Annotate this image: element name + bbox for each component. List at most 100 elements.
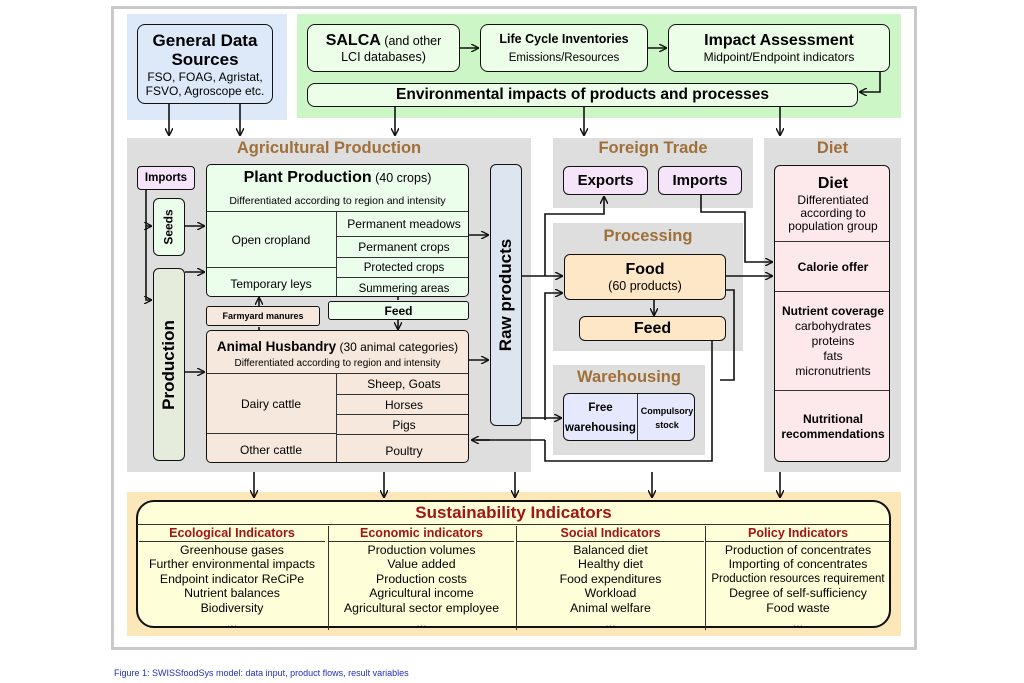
economic-item: Agricultural sector employee bbox=[343, 600, 500, 615]
env-impacts-label: Environmental impacts of products and pr… bbox=[396, 86, 769, 103]
nutrient-1: carbohydrates bbox=[794, 319, 872, 333]
sustainability-title: Sustainability Indicators bbox=[415, 503, 612, 522]
salca-line1: SALCA (and other bbox=[326, 32, 442, 50]
agri-imports-box: Imports bbox=[137, 166, 195, 190]
diet-title: Diet bbox=[817, 175, 849, 192]
agri-feed-label: Feed bbox=[384, 303, 413, 318]
social-item: Workload bbox=[584, 586, 637, 601]
food-sub: (60 products) bbox=[608, 278, 682, 293]
figure-caption: Figure 1: SWISSfoodSys model: data input… bbox=[114, 668, 409, 678]
social-item: Food expenditures bbox=[559, 571, 662, 586]
nutritional-recommendations-label: Nutritional recommendations bbox=[781, 412, 885, 441]
social-item: Healthy diet bbox=[578, 557, 643, 572]
free-warehousing-label: Free warehousing bbox=[565, 402, 636, 434]
exports-box: Exports bbox=[563, 166, 648, 195]
free-warehousing-cell: Free warehousing bbox=[564, 394, 638, 440]
dairy-cattle-cell: Dairy cattle bbox=[207, 373, 337, 434]
ecological-column: Ecological Indicators Greenhouse gases F… bbox=[139, 526, 325, 630]
policy-item: Production resources requirement bbox=[711, 572, 885, 585]
nutritional-recommendations-cell: Nutritional recommendations bbox=[775, 391, 889, 461]
social-column: Social Indicators Balanced diet Healthy … bbox=[516, 526, 704, 631]
compulsory-stock-label: Compulsory stock bbox=[640, 406, 694, 430]
social-item: Balanced diet bbox=[573, 542, 648, 557]
open-cropland-cell: Open cropland bbox=[207, 211, 337, 268]
ecological-header: Ecological Indicators bbox=[139, 526, 325, 542]
nutrient-title: Nutrient coverage bbox=[781, 304, 885, 318]
plant-cell-2: Permanent crops bbox=[336, 236, 468, 258]
raw-products-label: Raw products bbox=[496, 238, 515, 352]
foreign-imports-label: Imports bbox=[672, 172, 728, 189]
nutrient-4: micronutrients bbox=[795, 364, 871, 378]
exports-label: Exports bbox=[577, 172, 634, 189]
general-data-subtitle: FSO, FOAG, Agristat, FSVO, Agroscope etc… bbox=[145, 69, 265, 98]
nutrient-3: fats bbox=[823, 349, 843, 363]
policy-header: Policy Indicators bbox=[706, 526, 890, 542]
processing-feed-label: Feed bbox=[633, 319, 672, 337]
policy-column: Policy Indicators Production of concentr… bbox=[705, 526, 890, 631]
diet-sub: Differentiated according to population g… bbox=[788, 193, 878, 233]
processing-feed-box: Feed bbox=[579, 316, 726, 341]
social-header: Social Indicators bbox=[517, 526, 704, 542]
impact-box: Impact Assessment Midpoint/Endpoint indi… bbox=[668, 24, 890, 72]
ecological-item: Nutrient balances bbox=[184, 586, 280, 601]
food-box: Food (60 products) bbox=[564, 254, 726, 300]
farmyard-label: Farmyard manures bbox=[222, 311, 304, 321]
economic-item: Value added bbox=[387, 557, 456, 572]
diet-section-title: Diet bbox=[816, 139, 849, 157]
policy-item: Food waste bbox=[766, 600, 830, 615]
economic-item: Agricultural income bbox=[369, 586, 474, 601]
salca-line2: LCI databases) bbox=[341, 49, 426, 64]
raw-products-box: Raw products bbox=[490, 164, 522, 426]
ecological-item: ... bbox=[226, 615, 238, 630]
ecological-item: Further environmental impacts bbox=[148, 557, 316, 572]
lci-box: Life Cycle Inventories Emissions/Resourc… bbox=[480, 24, 648, 72]
seeds-label: Seeds bbox=[162, 209, 177, 245]
seeds-box: Seeds bbox=[153, 198, 185, 256]
farmyard-box: Farmyard manures bbox=[206, 306, 320, 326]
ecological-item: Greenhouse gases bbox=[180, 542, 284, 557]
ecological-item: Biodiversity bbox=[200, 600, 264, 615]
economic-item: Production volumes bbox=[367, 542, 476, 557]
other-cattle-cell: Other cattle bbox=[207, 433, 337, 462]
lci-subtitle: Emissions/Resources bbox=[508, 51, 620, 64]
policy-item: ... bbox=[792, 615, 804, 630]
animal-title: Animal Husbandry bbox=[216, 339, 337, 354]
economic-item: Production costs bbox=[376, 571, 467, 586]
plant-title-row: Plant Production (40 crops) bbox=[207, 169, 468, 187]
plant-cell-3: Protected crops bbox=[336, 257, 468, 278]
social-item: Animal welfare bbox=[570, 600, 651, 615]
economic-item: ... bbox=[416, 615, 427, 630]
agri-feed-box: Feed bbox=[328, 301, 469, 320]
warehousing-box: Free warehousing Compulsory stock bbox=[563, 393, 695, 441]
lci-title: Life Cycle Inventories bbox=[499, 31, 629, 46]
economic-column: Economic indicators Production volumes V… bbox=[328, 526, 514, 631]
animal-count: (30 animal categories) bbox=[336, 340, 459, 354]
diet-box: Diet Differentiated according to populat… bbox=[774, 165, 890, 462]
sustainability-box bbox=[136, 500, 891, 628]
agri-title: Agricultural Production bbox=[236, 139, 422, 157]
animal-cell-2: Horses bbox=[336, 394, 468, 415]
ecological-item: Endpoint indicator ReCiPe bbox=[159, 571, 305, 586]
salca-box: SALCA (and other LCI databases) bbox=[307, 24, 460, 72]
calorie-offer-label: Calorie offer bbox=[797, 259, 869, 274]
env-impacts-box: Environmental impacts of products and pr… bbox=[307, 83, 858, 107]
animal-subtitle: Differentiated according to region and i… bbox=[234, 358, 441, 369]
production-label: Production bbox=[159, 319, 178, 410]
foreign-imports-box: Imports bbox=[658, 166, 742, 195]
plant-cell-4: Summering areas bbox=[336, 277, 468, 296]
calorie-offer-cell: Calorie offer bbox=[775, 242, 889, 292]
plant-count: (40 crops) bbox=[371, 171, 432, 185]
policy-item: Production of concentrates bbox=[724, 542, 872, 557]
nutrient-2: proteins bbox=[811, 334, 855, 348]
plant-production-box: Plant Production (40 crops) Differentiat… bbox=[206, 164, 469, 297]
impact-subtitle: Midpoint/Endpoint indicators bbox=[703, 50, 855, 64]
policy-item: Degree of self-sufficiency bbox=[729, 586, 867, 601]
general-data-title: General Data Sources bbox=[152, 30, 258, 69]
salca-suffix: (and other bbox=[380, 33, 442, 48]
animal-husbandry-box: Animal Husbandry (30 animal categories) … bbox=[206, 330, 469, 463]
nutrient-coverage-cell: Nutrient coverage carbohydrates proteins… bbox=[775, 292, 889, 391]
compulsory-stock-cell: Compulsory stock bbox=[638, 394, 694, 440]
diet-header-cell: Diet Differentiated according to populat… bbox=[775, 166, 889, 242]
temporary-leys-cell: Temporary leys bbox=[207, 267, 337, 296]
agri-imports-label: Imports bbox=[144, 172, 188, 184]
